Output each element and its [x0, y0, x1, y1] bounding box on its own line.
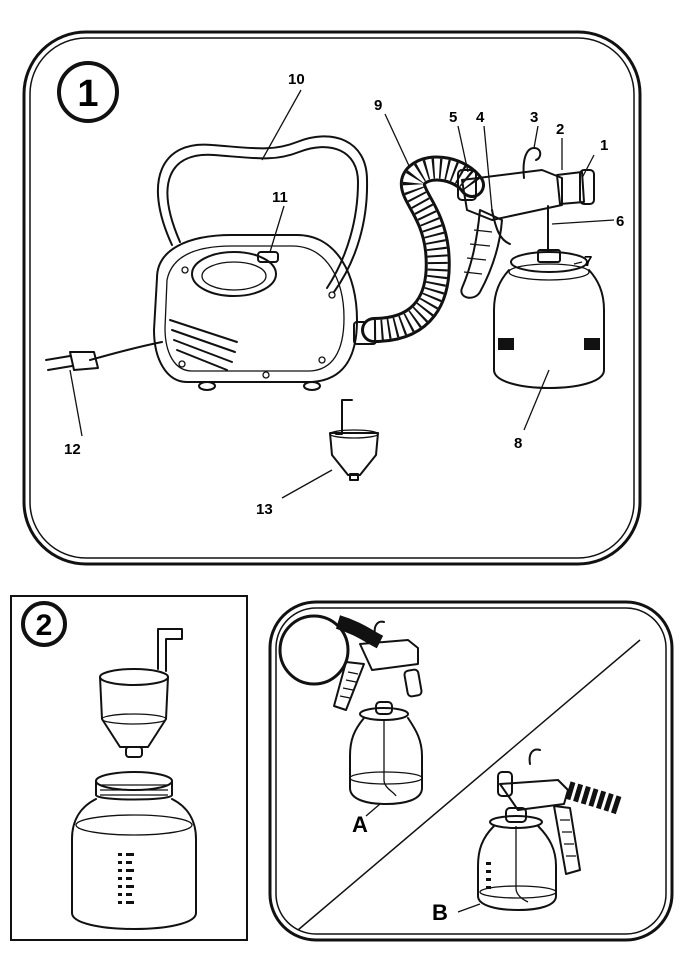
- graduation-marks: [486, 862, 491, 889]
- label-a: A: [352, 812, 368, 837]
- label-8: 8: [514, 435, 522, 452]
- label-4: 4: [476, 109, 485, 126]
- label-13: 13: [256, 501, 273, 518]
- label-9: 9: [374, 97, 382, 114]
- label-11: 11: [272, 189, 288, 206]
- label-12: 12: [64, 441, 81, 458]
- figure-2-panel: 2: [10, 595, 248, 941]
- paint-container: [72, 772, 196, 929]
- graduation-marks: [118, 853, 134, 904]
- label-6: 6: [616, 213, 624, 230]
- figure-2-illustration: 2: [10, 595, 248, 941]
- label-3: 3: [530, 109, 538, 126]
- paint-container: [494, 264, 604, 388]
- label-7: 7: [584, 253, 592, 270]
- label-2: 2: [556, 121, 564, 138]
- figure-3-illustration: A B: [268, 600, 674, 942]
- label-10: 10: [288, 71, 305, 88]
- figure-1-badge-number: 1: [77, 73, 98, 115]
- figure-3-panel: A B: [268, 600, 674, 942]
- part-number-labels: 1 2 3 4 5 6 7 8 9 10 11 12 13: [64, 71, 624, 518]
- label-1: 1: [600, 137, 608, 154]
- figure-1-badge: 1: [59, 63, 117, 121]
- figure-2-badge-number: 2: [36, 609, 53, 642]
- label-b: B: [432, 900, 448, 925]
- power-plug: [46, 342, 162, 370]
- figure-2-frame: [11, 596, 247, 940]
- viscosity-cup: [330, 400, 378, 480]
- label-5: 5: [449, 109, 457, 126]
- figure-1-panel: 1: [22, 30, 642, 566]
- figure-2-badge: 2: [23, 603, 65, 645]
- viscosity-cup: [100, 629, 182, 757]
- figure-1-illustration: 1: [22, 30, 642, 566]
